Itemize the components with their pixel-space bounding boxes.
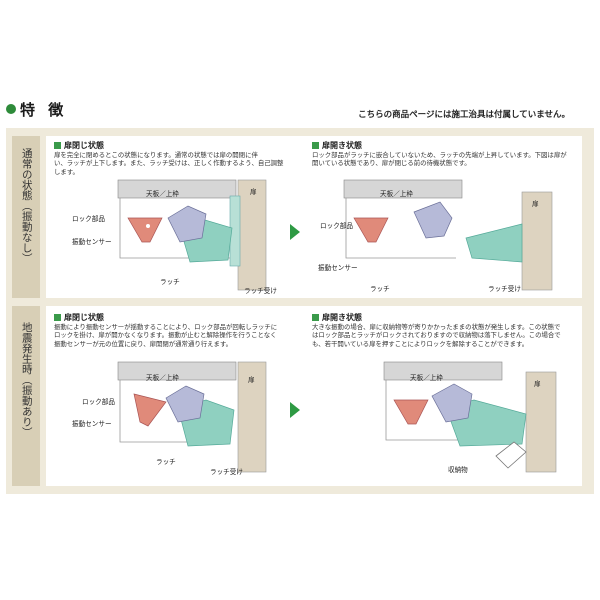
row2-open-line: も、若干開いている扉を押すことによりロックを解除することができます。 [312,339,529,348]
row1-open-latch-label: ラッチ [370,285,390,293]
row1-closed-latch-receiver-label: ラッチ受け [244,287,277,295]
title-bullet-icon [6,104,16,114]
row2-open-diagram [383,361,557,473]
row1-closed-sensor-label: 振動センサー [72,238,112,246]
row1-panel [46,136,582,298]
row1-side-label: 通常の状態（振動なし） [12,148,40,267]
row1-open-door-label: 扉 [532,200,539,208]
row1-side-tab: 通常の状態（振動なし） [12,136,40,298]
row2-closed-heading: 扉閉じ状態 [54,312,104,323]
row2-closed-diagram [117,361,267,473]
row1-closed-door-label: 扉 [250,188,257,196]
row2-closed-heading-text: 扉閉じ状態 [64,313,104,322]
row1-closed-diagram [117,179,267,291]
row1-closed-lock-label: ロック部品 [72,215,105,223]
row2-open-item-label: 収納物 [448,466,468,474]
row2-closed-line: 振動センサーが元の位置に戻り、扉開閉が通常通り行えます。 [54,339,233,348]
row2-open-heading-text: 扉開き状態 [322,313,362,322]
row2-open-line: はロック部品とラッチがロックされておりますので収納物は落下しません。この場合で [312,331,561,340]
page-title: 特 徴 [20,101,68,119]
notice-text: こちらの商品ページには施工治具は付属していません。 [358,110,570,120]
heading-square-icon [312,142,319,149]
row1-open-sensor-label: 振動センサー [318,264,358,272]
row2-closed-sensor-label: 振動センサー [72,420,112,428]
row2-closed-latch-label: ラッチ [156,458,176,466]
row2-side-label-text: 地震発生時（振動あり） [20,322,33,438]
row1-closed-line: い、ラッチが上下します。また、ラッチ受けは、正しく作動するよう、自己調整 [54,159,284,168]
row1-closed-desc: 扉を完全に閉めるとこの状態になります。通常の状態では扉の開閉に伴 い、ラッチが上… [54,151,284,176]
row1-closed-heading-text: 扉閉じ状態 [64,141,104,150]
row1-closed-line: 扉を完全に閉めるとこの状態になります。通常の状態では扉の開閉に伴 [54,151,258,159]
row1-open-diagram [343,179,553,291]
row1-open-latch-receiver-label: ラッチ受け [488,285,521,293]
row1-side-label-text: 通常の状態（振動なし） [20,148,33,264]
row2-side-label: 地震発生時（振動あり） [12,322,40,441]
row2-open-line: 大きな振動の場合、扉に収納物等が寄りかかったままの状態が発生します。この状態で [312,323,561,331]
transition-arrow-icon [290,402,300,418]
row2-open-board-label: 天板／上枠 [410,374,443,382]
row2-closed-line: ロックを掛け、扉が開かなくなります。振動が止むと解除操作を行うことなく [54,331,277,340]
row1-open-board-label: 天板／上枠 [380,190,413,198]
row1-closed-line: します。 [54,167,79,176]
transition-arrow-icon [290,224,300,240]
row1-open-lock-label: ロック部品 [320,222,353,230]
row1-open-desc: ロック部品がラッチに嵌合していないため、ラッチの先端が上昇しています。下図は扉が… [312,151,578,168]
row2-closed-desc: 振動により振動センサーが揺動することにより、ロック部品が回転しラッチに ロックを… [54,323,284,348]
row1-open-line: ロック部品がラッチに嵌合していないため、ラッチの先端が上昇しています。下図は扉が [312,151,567,159]
row2-open-door-label: 扉 [534,380,541,388]
row2-closed-door-label: 扉 [248,376,255,384]
row1-closed-board-label: 天板／上枠 [146,190,179,198]
row2-open-heading: 扉開き状態 [312,312,362,323]
row1-open-heading: 扉開き状態 [312,140,362,151]
row1-open-line: 開いている状態であり、扉が閉じる前の待機状態です。 [312,159,471,168]
row2-closed-lock-label: ロック部品 [82,398,115,406]
heading-square-icon [54,314,61,321]
heading-square-icon [54,142,61,149]
heading-square-icon [312,314,319,321]
row2-closed-board-label: 天板／上枠 [146,374,179,382]
row2-closed-line: 振動により振動センサーが揺動することにより、ロック部品が回転しラッチに [54,323,278,331]
row1-closed-latch-label: ラッチ [160,278,180,286]
row1-open-heading-text: 扉開き状態 [322,141,362,150]
row2-side-tab: 地震発生時（振動あり） [12,306,40,486]
row1-closed-heading: 扉閉じ状態 [54,140,104,151]
row2-closed-latch-receiver-label: ラッチ受け [210,468,243,476]
row2-open-desc: 大きな振動の場合、扉に収納物等が寄りかかったままの状態が発生します。この状態で … [312,323,578,348]
